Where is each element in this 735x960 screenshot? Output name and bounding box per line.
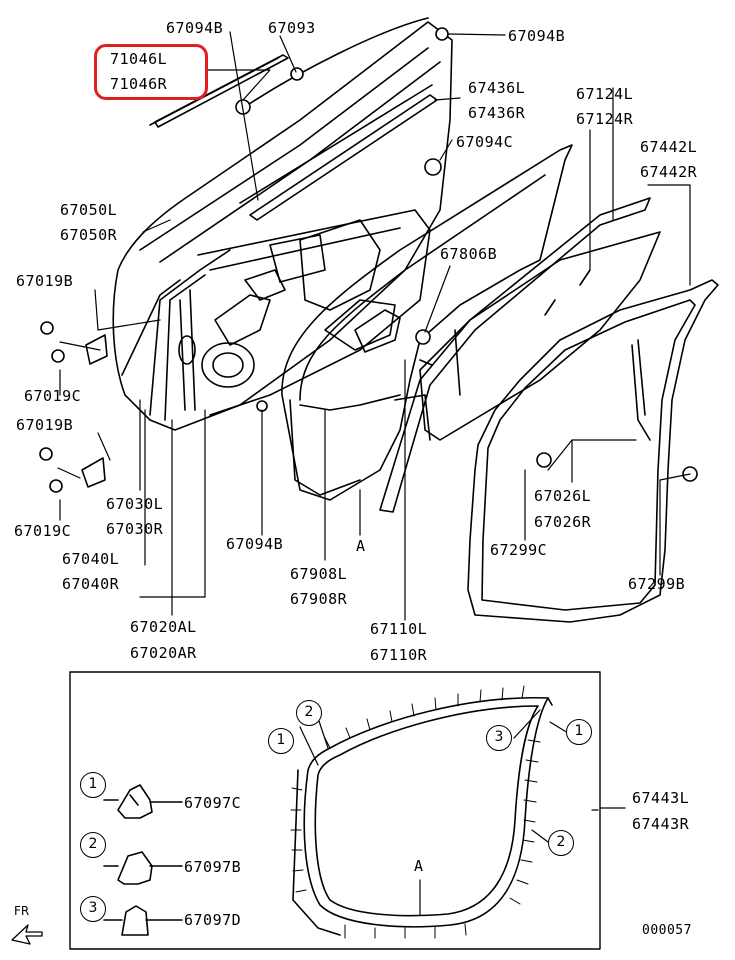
label-67019B-b: 67019B [16,416,74,434]
label-mark-A-upper: A [356,537,366,555]
label-67094B-right: 67094B [508,27,566,45]
label-67124R: 67124R [576,110,634,128]
diagram-number: 000057 [642,923,692,938]
leader-lines [57,31,691,811]
label-67299B: 67299B [628,575,686,593]
label-67019C-b: 67019C [14,522,72,540]
label-67436L: 67436L [468,79,526,97]
label-67020AR: 67020AR [130,644,197,662]
label-67026R: 67026R [534,513,592,531]
label-67026L: 67026L [534,487,592,505]
label-67442R: 67442R [640,163,698,181]
label-67093: 67093 [268,19,316,37]
label-67050L: 67050L [60,201,118,219]
label-67442L: 67442L [640,138,698,156]
callout-1-right: 1 [566,719,592,745]
label-67030L: 67030L [106,495,164,513]
label-67030R: 67030R [106,520,164,538]
opening-weatherstrip-drawing [467,279,719,623]
glass-run-drawing [379,197,651,513]
label-67019B-a: 67019B [16,272,74,290]
callout-1-left: 1 [268,728,294,754]
label-67050R: 67050R [60,226,118,244]
label-71046R: 71046R [110,75,168,93]
legend-callout-2: 2 [80,832,106,858]
label-67097C: 67097C [184,794,242,812]
label-67443L: 67443L [632,789,690,807]
label-67806B: 67806B [440,245,498,263]
label-67040R: 67040R [62,575,120,593]
highlight-box [94,44,208,100]
callout-2-right: 2 [548,830,574,856]
label-67094C: 67094C [456,133,514,151]
label-67110R: 67110R [370,646,428,664]
label-mark-A-lower: A [414,857,424,875]
fr-arrow-icon [11,924,43,945]
label-67299C: 67299C [490,541,548,559]
label-67908L: 67908L [290,565,348,583]
label-67094B-low: 67094B [226,535,284,553]
label-67443R: 67443R [632,815,690,833]
label-71046L: 71046L [110,50,168,68]
callout-2-top: 2 [296,700,322,726]
door-trim-drawing [281,144,573,501]
legend-callout-1: 1 [80,772,106,798]
detail-weatherstrip-drawing [290,685,569,939]
label-67124L: 67124L [576,85,634,103]
label-67019C-a: 67019C [24,387,82,405]
label-67094B-top: 67094B [166,19,224,37]
callout-3-inner: 3 [486,725,512,751]
label-67097B: 67097B [184,858,242,876]
label-67020AL: 67020AL [130,618,197,636]
label-67040L: 67040L [62,550,120,568]
label-67097D: 67097D [184,911,242,929]
door-shell-drawing [112,21,453,431]
detail-clips-drawing [103,784,183,936]
label-67908R: 67908R [290,590,348,608]
window-glass-drawing [419,231,661,441]
fr-label: FR [14,904,30,918]
label-67436R: 67436R [468,104,526,122]
detail-box [69,671,601,950]
legend-callout-3: 3 [80,896,106,922]
label-67110L: 67110L [370,620,428,638]
